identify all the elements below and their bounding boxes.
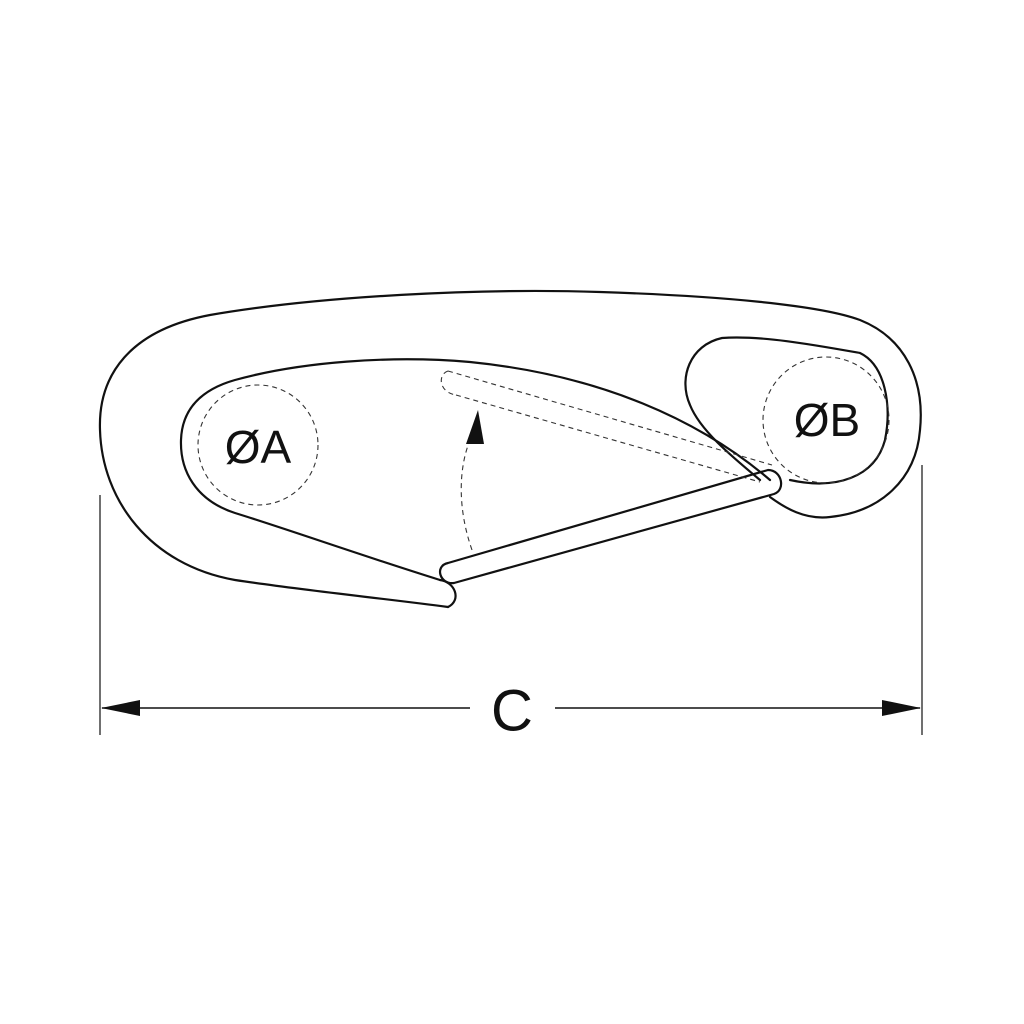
dimension-arrow-left xyxy=(101,700,140,716)
diameter-a-circle xyxy=(197,384,319,506)
label-diameter-a: ØA xyxy=(225,421,292,473)
hook-inner-slot xyxy=(179,358,772,582)
label-diameter-b: ØB xyxy=(794,394,860,446)
label-length-c: C xyxy=(491,679,533,744)
gate-open-dashed xyxy=(440,370,773,483)
dimension-arrow-right xyxy=(882,700,921,716)
hook-body-outline xyxy=(98,289,922,609)
diameter-b-circle xyxy=(762,356,890,484)
gate-swing-arc xyxy=(460,439,473,551)
gate-swing-arrowhead xyxy=(466,410,484,444)
gate-closed xyxy=(438,468,783,585)
